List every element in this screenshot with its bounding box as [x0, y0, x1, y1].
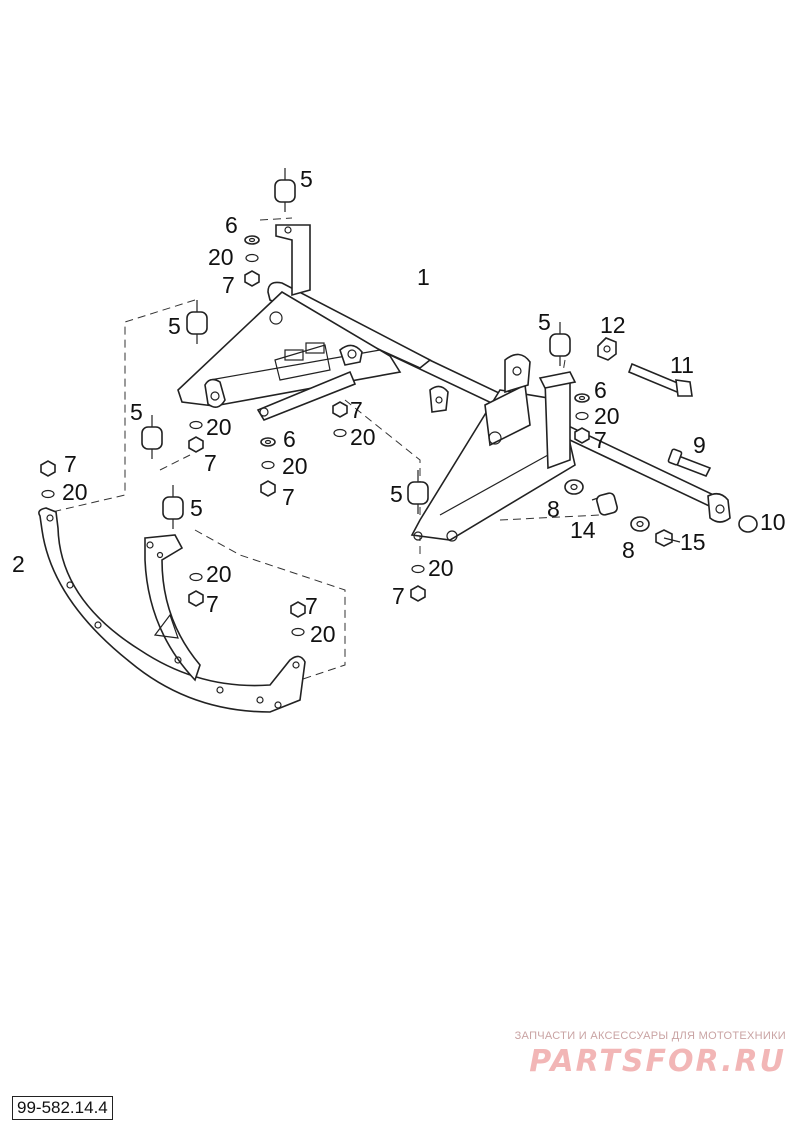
callout-20: 20	[594, 403, 620, 429]
callout-20: 20	[206, 561, 232, 587]
callout-20: 20	[282, 453, 308, 479]
main-frame-part-1	[177, 224, 731, 542]
callout-5: 5	[538, 309, 551, 335]
callout-12: 12	[600, 312, 626, 338]
callout-20: 20	[208, 244, 234, 270]
callout-6: 6	[225, 212, 238, 238]
callout-7: 7	[594, 427, 607, 453]
callout-2: 2	[12, 551, 25, 577]
callout-7: 7	[350, 397, 363, 423]
callout-7: 7	[392, 583, 405, 609]
callout-20: 20	[310, 621, 336, 647]
watermark: ЗАПЧАСТИ И АКСЕССУАРЫ ДЛЯ МОТОТЕХНИКИ PA…	[515, 1030, 786, 1079]
curved-bracket-part-2	[38, 507, 306, 713]
callout-15: 15	[680, 529, 706, 555]
callout-6: 6	[283, 426, 296, 452]
hardware-washers-nuts	[40, 235, 590, 637]
callout-5: 5	[168, 313, 181, 339]
document-code: 99-582.14.4	[12, 1096, 113, 1120]
callout-20: 20	[62, 479, 88, 505]
callout-8: 8	[622, 537, 635, 563]
callout-8: 8	[547, 496, 560, 522]
callout-5: 5	[300, 166, 313, 192]
callout-20: 20	[206, 414, 232, 440]
callout-9: 9	[693, 432, 706, 458]
callout-7: 7	[206, 591, 219, 617]
callout-14: 14	[570, 517, 596, 543]
callout-7: 7	[305, 593, 318, 619]
callout-6: 6	[594, 377, 607, 403]
callout-1: 1	[417, 264, 430, 290]
callout-10: 10	[760, 509, 786, 535]
callout-7: 7	[222, 272, 235, 298]
callout-5: 5	[130, 399, 143, 425]
callout-5: 5	[390, 481, 403, 507]
callout-5: 5	[190, 495, 203, 521]
rubber-mounts-part-5	[141, 168, 571, 529]
callout-7: 7	[204, 450, 217, 476]
callout-20: 20	[428, 555, 454, 581]
callout-7: 7	[282, 484, 295, 510]
watermark-tagline: ЗАПЧАСТИ И АКСЕССУАРЫ ДЛЯ МОТОТЕХНИКИ	[514, 1030, 786, 1042]
right-hardware	[564, 337, 758, 547]
callout-11: 11	[670, 352, 694, 378]
callout-20: 20	[350, 424, 376, 450]
callout-7: 7	[64, 451, 77, 477]
callout-labels: 1 2 5 5 5 5 5 5 6 6 6 7 7 7 7 7 7 7 7 7 …	[12, 166, 786, 647]
watermark-logo: PARTSFOR.RU	[529, 1044, 786, 1079]
